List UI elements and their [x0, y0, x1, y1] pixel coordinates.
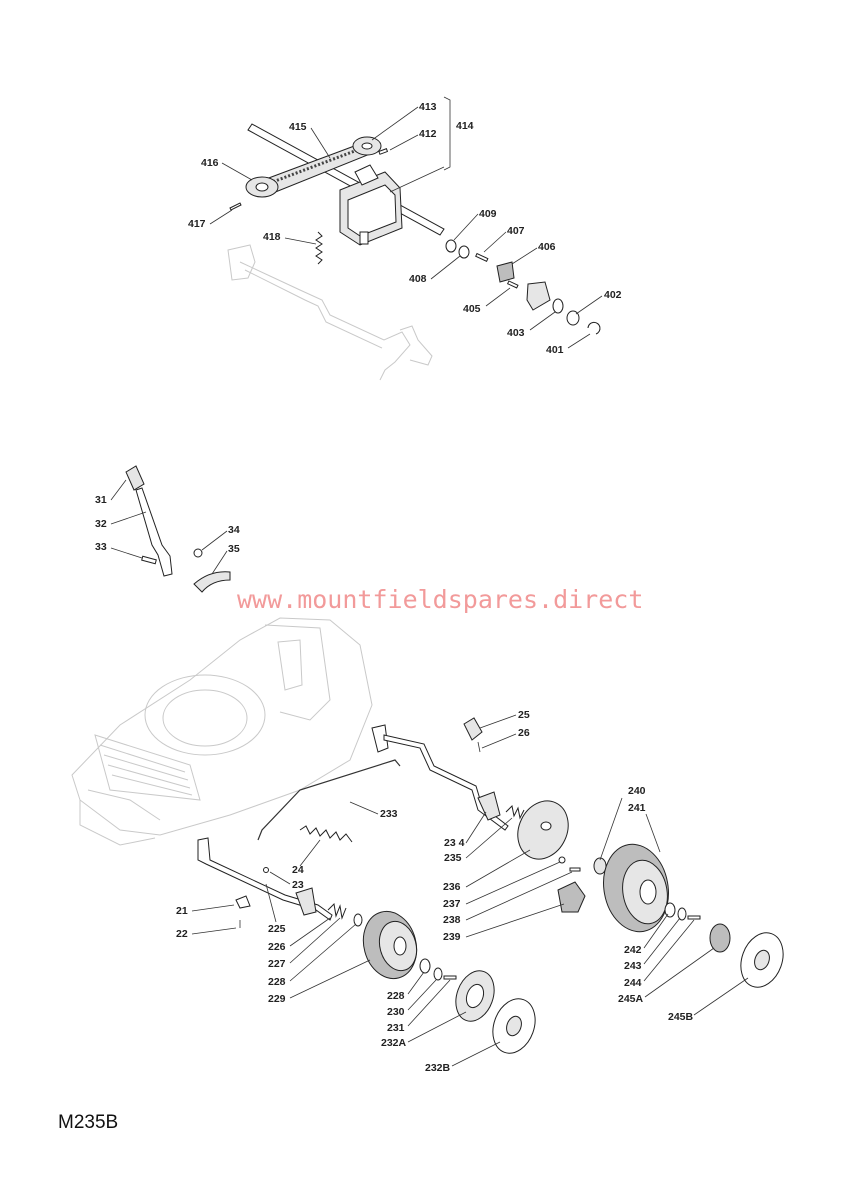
label-225: 225 — [268, 923, 286, 935]
label-413: 413 — [419, 101, 437, 113]
washer-403 — [552, 298, 564, 314]
label-407: 407 — [507, 225, 525, 237]
washer-402 — [566, 310, 580, 326]
label-418: 418 — [263, 231, 281, 243]
lever-knob — [125, 465, 145, 491]
circlip-401 — [587, 321, 601, 335]
pin-407 — [475, 252, 489, 263]
label-403: 403 — [507, 327, 525, 339]
lever-rod — [135, 487, 173, 577]
bolt-238 — [569, 867, 581, 872]
screw-33 — [141, 555, 157, 565]
label-228a: 228 — [268, 976, 286, 988]
screw-34 — [193, 548, 203, 558]
spring-418 — [315, 231, 323, 265]
rear-spring — [505, 804, 525, 820]
bolt-244 — [687, 915, 701, 920]
top-labels: 413 415 412 414 416 417 418 409 407 406 … — [188, 96, 622, 356]
label-230: 230 — [387, 1006, 405, 1018]
label-226: 226 — [268, 941, 286, 953]
drive-gear — [526, 281, 551, 311]
label-232A: 232A — [381, 1037, 407, 1049]
front-spring — [327, 902, 347, 920]
label-402: 402 — [604, 289, 622, 301]
label-31: 31 — [95, 494, 107, 506]
label-415: 415 — [289, 121, 307, 133]
label-241: 241 — [628, 802, 646, 814]
rear-wheel-assembly — [593, 843, 784, 988]
label-239: 239 — [443, 931, 461, 943]
label-24: 24 — [292, 864, 304, 876]
key-412 — [378, 148, 389, 155]
lever-labels: 31 32 33 34 35 — [95, 479, 240, 575]
label-233: 233 — [380, 808, 398, 820]
label-21: 21 — [176, 905, 188, 917]
washer-237 — [558, 856, 566, 864]
label-227: 227 — [268, 958, 286, 970]
label-235: 235 — [444, 852, 462, 864]
label-408: 408 — [409, 273, 427, 285]
label-409: 409 — [479, 208, 497, 220]
washer-408 — [458, 245, 470, 259]
label-234: 23 4 — [444, 837, 465, 849]
label-412: 412 — [419, 128, 437, 140]
label-22: 22 — [176, 928, 188, 940]
label-417: 417 — [188, 218, 206, 230]
washer-228b — [419, 958, 431, 974]
label-25: 25 — [518, 709, 530, 721]
gearbox-assembly — [227, 123, 601, 381]
label-240: 240 — [628, 785, 646, 797]
diagram-code: M235B — [58, 1112, 119, 1133]
label-405: 405 — [463, 303, 481, 315]
rear-disc — [517, 800, 569, 860]
cap-245A — [709, 923, 731, 953]
label-23: 23 — [292, 879, 304, 891]
pinion-239 — [557, 881, 586, 913]
rear-axle-bar — [383, 734, 509, 831]
label-229: 229 — [268, 993, 286, 1005]
label-401: 401 — [546, 344, 564, 356]
label-243: 243 — [624, 960, 642, 972]
washer-230 — [433, 967, 443, 981]
label-35: 35 — [228, 543, 240, 555]
label-34: 34 — [228, 524, 240, 536]
label-231: 231 — [387, 1022, 405, 1034]
bolt-417 — [229, 202, 242, 211]
label-26: 26 — [518, 727, 530, 739]
label-245A: 245A — [618, 993, 644, 1005]
ghost-drive-lever — [227, 244, 433, 381]
bolt-231 — [443, 975, 457, 980]
label-238: 238 — [443, 914, 461, 926]
label-416: 416 — [201, 157, 219, 169]
washer-243 — [677, 907, 687, 921]
key-405 — [506, 280, 519, 289]
label-237: 237 — [443, 898, 461, 910]
label-414: 414 — [456, 120, 474, 132]
knob-25 — [463, 717, 483, 741]
washer-409 — [445, 239, 457, 253]
drive-cable — [257, 759, 401, 841]
rear-height-bar — [371, 717, 586, 913]
label-244: 244 — [624, 977, 642, 989]
label-228b: 228 — [387, 990, 405, 1002]
label-33: 33 — [95, 541, 107, 553]
label-236: 236 — [443, 881, 461, 893]
label-242: 242 — [624, 944, 642, 956]
washer-242 — [664, 902, 676, 918]
spring-24 — [299, 825, 353, 843]
lever-cover — [193, 571, 231, 593]
label-232B: 232B — [425, 1062, 451, 1074]
lower-labels: 25 26 233 23 4 235 24 23 21 22 225 226 2… — [176, 709, 749, 1074]
front-wheel-assembly — [353, 910, 536, 1054]
watermark-text: www.mountfieldspares.direct — [237, 585, 643, 614]
label-406: 406 — [538, 241, 556, 253]
label-32: 32 — [95, 518, 107, 530]
bearing-406 — [496, 261, 515, 283]
clip-21 — [235, 895, 251, 909]
height-adjust-lever — [125, 465, 231, 593]
front-axle — [197, 759, 401, 928]
label-245B: 245B — [668, 1011, 694, 1023]
ghost-mower-deck — [71, 617, 373, 846]
